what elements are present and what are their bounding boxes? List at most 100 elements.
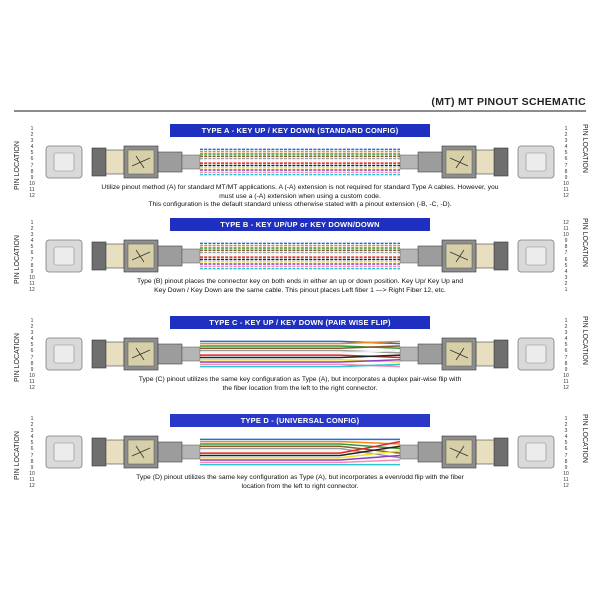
pin-number: 12 <box>29 385 35 392</box>
pinout-section-c: TYPE C - KEY UP / KEY DOWN (PAIR WISE FL… <box>0 316 600 412</box>
pin-number: 2 <box>30 132 34 139</box>
pinout-section-a: TYPE A - KEY UP / KEY DOWN (STANDARD CON… <box>0 124 600 220</box>
pin-number: 12 <box>29 287 35 294</box>
pin-number: 11 <box>563 378 569 385</box>
pin-number: 7 <box>564 354 568 361</box>
pin-number: 5 <box>30 440 34 447</box>
description-line: Type (D) pinout utilizes the same key co… <box>136 474 464 481</box>
pin-number: 3 <box>564 330 568 337</box>
description-line: Key Down / Key Down are the same cable. … <box>154 286 446 294</box>
config-description: Type (D) pinout utilizes the same key co… <box>60 474 540 491</box>
pin-number: 10 <box>563 372 569 379</box>
pin-number: 2 <box>30 324 34 331</box>
pin-number: 6 <box>564 156 568 163</box>
pin-number: 11 <box>563 476 569 483</box>
description-line: Type (C) pinout utilizes the same key co… <box>138 376 462 383</box>
pin-number: 8 <box>564 244 568 251</box>
fiber-line <box>200 363 401 368</box>
pin-number: 8 <box>564 168 568 175</box>
pin-number: 3 <box>564 274 568 281</box>
pin-number: 11 <box>29 186 35 193</box>
config-description: Utilize pinout method (A) for standard M… <box>60 184 540 210</box>
pin-number: 1 <box>30 318 34 324</box>
fiber-line <box>200 349 401 354</box>
pinout-drawing <box>45 145 555 179</box>
pin-number: 4 <box>564 336 568 343</box>
pin-number: 10 <box>29 180 35 187</box>
pin-number: 5 <box>564 342 568 349</box>
pin-number: 10 <box>29 274 35 281</box>
pin-number: 6 <box>564 348 568 355</box>
pin-number: 1 <box>564 416 568 422</box>
pin-number: 12 <box>29 193 35 200</box>
pin-number: 3 <box>564 428 568 435</box>
pin-number: 1 <box>30 126 34 132</box>
pin-number: 2 <box>564 280 568 287</box>
pin-number: 8 <box>564 360 568 367</box>
pin-number: 1 <box>564 287 568 294</box>
pin-number: 12 <box>563 385 569 392</box>
type-banner: TYPE A - KEY UP / KEY DOWN (STANDARD CON… <box>170 124 430 137</box>
pin-number: 9 <box>564 464 568 471</box>
pin-number: 9 <box>564 174 568 181</box>
fiber-ribbon <box>200 148 400 176</box>
description-line: the fiber location from the left to the … <box>222 384 378 392</box>
fiber-line <box>200 443 401 450</box>
pin-number: 9 <box>30 268 34 275</box>
connector-endcap-right <box>517 435 555 469</box>
description-line: location from the left to right connecto… <box>241 482 359 490</box>
pin-number: 10 <box>563 180 569 187</box>
pin-number: 9 <box>30 366 34 373</box>
pin-number: 9 <box>30 464 34 471</box>
fiber-line <box>200 349 401 354</box>
pin-number: 4 <box>30 336 34 343</box>
pin-number: 7 <box>564 250 568 257</box>
fiber-line <box>200 340 401 345</box>
connector-endcap-right <box>517 145 555 179</box>
pin-number: 3 <box>30 330 34 337</box>
pin-number: 4 <box>564 434 568 441</box>
fiber-line <box>200 363 401 368</box>
pin-number: 12 <box>563 483 569 490</box>
mt-connector-left <box>91 435 201 469</box>
mt-connector-right <box>399 145 509 179</box>
pin-number: 3 <box>30 138 34 145</box>
pin-number: 5 <box>30 150 34 157</box>
pinout-drawing <box>45 239 555 273</box>
fiber-ribbon <box>200 340 401 368</box>
description-line: Type (B) pinout places the connector key… <box>136 278 464 285</box>
mt-connector-left <box>91 239 201 273</box>
mt-connector-right <box>399 435 509 469</box>
fiber-line <box>200 359 401 363</box>
pin-number: 1 <box>564 318 568 324</box>
pinout-drawing <box>45 435 555 469</box>
pinout-drawing <box>45 337 555 371</box>
pin-number: 7 <box>564 162 568 169</box>
pin-number: 1 <box>564 126 568 132</box>
pin-number: 2 <box>564 422 568 429</box>
pin-number: 2 <box>564 324 568 331</box>
fiber-line <box>200 445 401 457</box>
pin-number: 7 <box>30 354 34 361</box>
pin-number: 9 <box>30 174 34 181</box>
pin-number: 1 <box>30 416 34 422</box>
fiber-line <box>200 445 401 454</box>
pin-number: 2 <box>564 132 568 139</box>
mt-connector-right <box>399 337 509 371</box>
type-banner: TYPE B - KEY UP/UP or KEY DOWN/DOWN <box>170 218 430 231</box>
pin-number: 8 <box>30 262 34 269</box>
fiber-line <box>200 440 401 454</box>
fiber-line <box>200 359 401 363</box>
pin-number: 12 <box>29 483 35 490</box>
pin-number: 9 <box>564 238 568 245</box>
fiber-ribbon <box>200 242 400 270</box>
pin-number: 5 <box>564 262 568 269</box>
pin-number: 8 <box>30 168 34 175</box>
fiber-line <box>200 345 401 349</box>
